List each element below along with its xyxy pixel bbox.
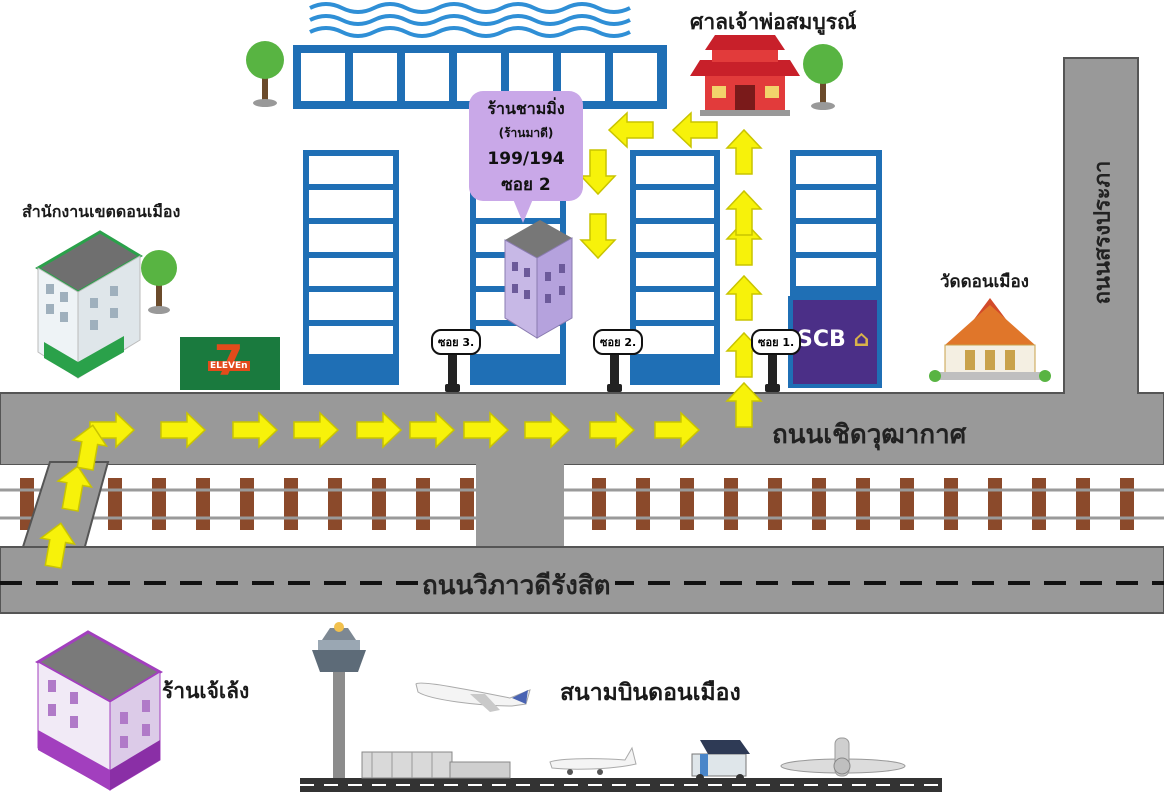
route-arrow <box>672 112 718 148</box>
rail-tie <box>680 478 694 530</box>
shrine-icon <box>690 35 800 116</box>
rail-tie <box>152 478 166 530</box>
rail-tie <box>240 478 254 530</box>
scb-emblem-icon: ⌂ <box>853 327 870 352</box>
shop-name: ร้านชามมิ่ง <box>487 99 565 118</box>
seven-eleven-logo-word: ELEVEn <box>208 361 250 371</box>
terminal-building <box>361 751 511 779</box>
tree-icon <box>803 44 843 110</box>
tree-icon <box>141 250 177 314</box>
building-block <box>630 150 720 385</box>
building-block <box>790 150 882 300</box>
song-prapa-road <box>1063 57 1139 399</box>
rail-tie <box>944 478 958 530</box>
rail-tie <box>1032 478 1046 530</box>
rail-tie <box>768 478 782 530</box>
rail-tie <box>856 478 870 530</box>
choet-wutthakat-label: ถนนเชิดวุฒากาศ <box>772 420 967 450</box>
airport-scene <box>300 622 942 792</box>
soi-3-label: ซอย 3. <box>431 329 482 355</box>
building-block <box>303 150 399 385</box>
seven-eleven-logo-number: 7 <box>214 337 243 385</box>
shop-alt-name: (ร้านมาดี) <box>498 126 554 140</box>
rail-tie <box>724 478 738 530</box>
scb-bank: SCB ⌂ <box>793 300 877 384</box>
rail-tie <box>196 478 210 530</box>
rail-tie <box>636 478 650 530</box>
rail-tie <box>988 478 1002 530</box>
vibhavadi-label: ถนนวิภาวดีรังสิต <box>418 565 615 606</box>
rail-tie <box>108 478 122 530</box>
jae-leng-shop-building <box>35 630 163 791</box>
cham-ming-shop-building <box>504 220 573 339</box>
song-prapa-label: ถนนสรงประภา <box>1090 160 1116 305</box>
airport-label: สนามบินดอนเมือง <box>560 680 741 706</box>
route-arrow <box>726 129 762 175</box>
shop-soi: ซอย 2 <box>501 175 551 195</box>
temple-label: วัดดอนเมือง <box>940 272 1029 292</box>
rail-tie <box>416 478 430 530</box>
rail-tie <box>460 478 474 530</box>
temple-icon <box>929 298 1051 382</box>
jae-leng-label: ร้านเจ้เล้ง <box>162 679 250 703</box>
shop-number: 199/194 <box>487 149 565 169</box>
shrine-label: ศาลเจ้าพ่อสมบูรณ์ <box>690 10 857 34</box>
top-building <box>293 45 667 109</box>
route-arrow <box>580 149 616 195</box>
airplane-icon <box>780 737 906 777</box>
scb-logo-text: SCB ⌂ <box>797 327 870 352</box>
route-arrow <box>580 213 616 259</box>
rail-tie <box>1120 478 1134 530</box>
cham-ming-callout: ร้านชามมิ่ง (ร้านมาดี) 199/194 ซอย 2 <box>469 91 583 223</box>
rail-tie <box>592 478 606 530</box>
airplane-icon <box>415 682 531 712</box>
soi-1-label: ซอย 1. <box>751 329 802 355</box>
jet-bridge-icon <box>691 740 750 782</box>
seven-eleven-store: 7 ELEVEn <box>180 337 280 390</box>
rail-tie <box>900 478 914 530</box>
railway <box>0 465 1164 547</box>
rail-tie <box>812 478 826 530</box>
soi-2-label: ซอย 2. <box>593 329 644 355</box>
rail-crossing-road <box>476 462 564 550</box>
soi-posts <box>445 346 780 392</box>
tree-icon <box>246 41 284 107</box>
water-waves <box>309 2 631 38</box>
route-arrow <box>726 275 762 321</box>
rail-tie <box>372 478 386 530</box>
airplane-icon <box>549 746 637 775</box>
route-arrow <box>726 190 762 236</box>
control-tower-icon <box>312 622 366 778</box>
rail-tie <box>1076 478 1090 530</box>
route-arrow <box>608 112 654 148</box>
rail-tie <box>328 478 342 530</box>
district-office-label: สำนักงานเขตดอนเมือง <box>22 202 181 221</box>
rail-tie <box>284 478 298 530</box>
district-office-building <box>35 230 143 379</box>
